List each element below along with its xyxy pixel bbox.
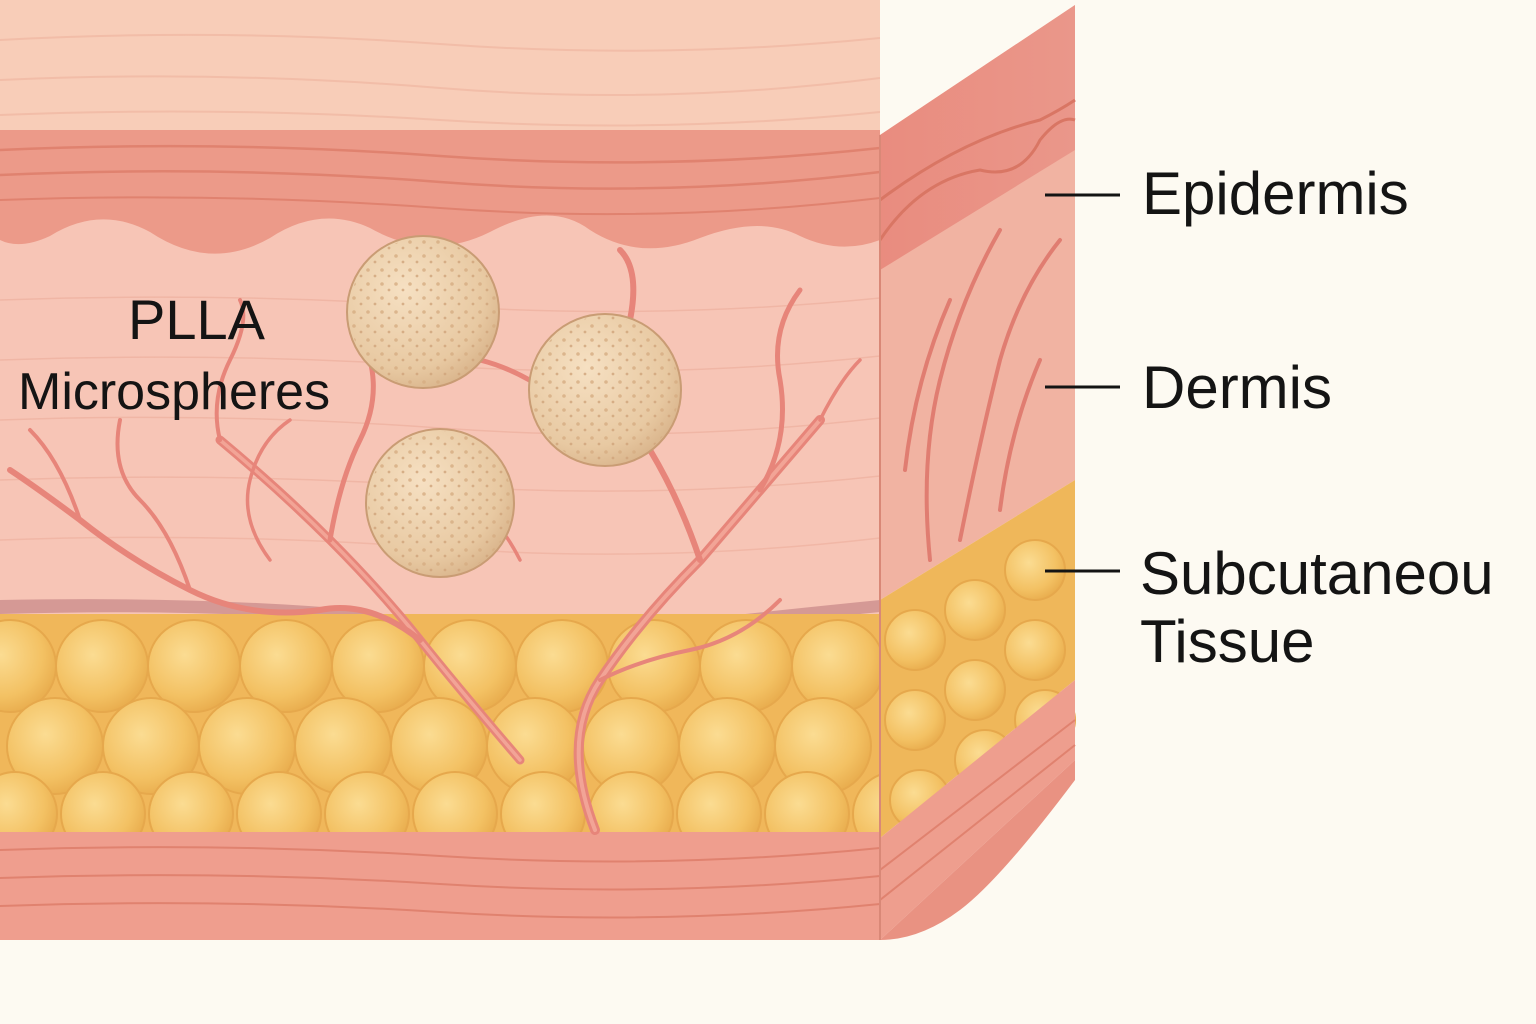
microspheres-label: Microspheres [18, 363, 331, 421]
fat-lobule [55, 619, 149, 713]
fat-lobule [147, 619, 241, 713]
subcutaneous-label: Subcutaneou Tissue [1140, 540, 1536, 680]
fat-lobules [0, 619, 880, 857]
fat-lobule [791, 619, 880, 713]
fat-lobule [944, 659, 1006, 721]
plla-microspheres [346, 235, 682, 578]
microsphere-3 [365, 428, 515, 578]
microsphere-1 [346, 235, 500, 389]
front-face [0, 0, 880, 940]
fat-lobule [699, 619, 793, 713]
fat-lobule [884, 689, 946, 751]
microsphere-2 [528, 313, 682, 467]
plla-label: PLLA [128, 288, 265, 351]
side-face [878, 5, 1076, 940]
fat-lobule [1004, 619, 1066, 681]
fat-lobule [944, 579, 1006, 641]
leader-lines [1045, 193, 1120, 573]
subcutaneous-label-line2: Tissue [1140, 608, 1315, 675]
epidermis-label: Epidermis [1142, 160, 1409, 227]
subcutaneous-label-line1: Subcutaneou [1140, 540, 1494, 607]
dermis-label: Dermis [1142, 354, 1332, 421]
fat-lobule [884, 609, 946, 671]
